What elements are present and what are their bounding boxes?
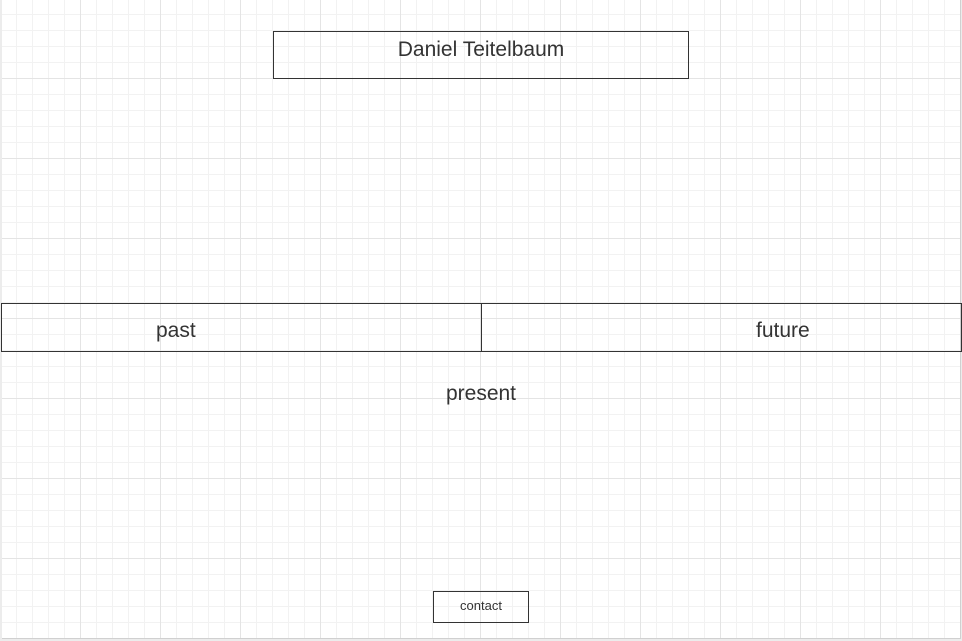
- future-label: future: [756, 319, 810, 342]
- future-link[interactable]: future: [481, 303, 962, 352]
- contact-button[interactable]: contact: [433, 591, 529, 623]
- page-title: Daniel Teitelbaum: [273, 31, 689, 79]
- past-link[interactable]: past: [1, 303, 482, 352]
- past-label: past: [156, 319, 196, 342]
- present-link[interactable]: present: [445, 382, 517, 405]
